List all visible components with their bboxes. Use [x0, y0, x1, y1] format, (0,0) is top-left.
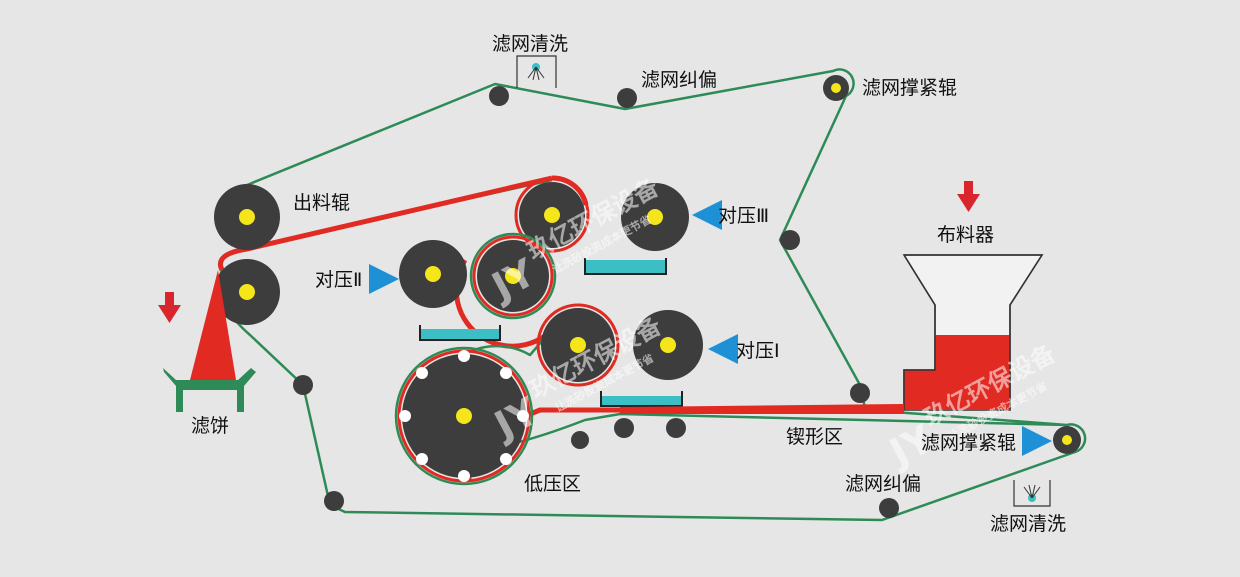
press-roller-1-left — [536, 303, 620, 387]
label-filter-cake: 滤饼 — [191, 415, 229, 437]
label-wedge-zone: 锲形区 — [786, 426, 843, 448]
discharge-roller-upper — [214, 184, 280, 250]
label-filter-clean-top: 滤网清洗 — [492, 33, 568, 55]
label-tension-roller-top: 滤网撑紧辊 — [862, 77, 957, 99]
label-filter-correct-top: 滤网纠偏 — [641, 69, 717, 91]
idler-rollers — [293, 86, 899, 518]
down-arrow-icon — [957, 181, 980, 212]
press-roller-3-right — [621, 183, 689, 251]
label-filter-correct-bottom: 滤网纠偏 — [845, 473, 921, 495]
down-arrow-icon — [158, 292, 181, 323]
label-press-1: 对压Ⅰ — [736, 340, 780, 362]
filter-cake-chute — [163, 270, 256, 412]
press-roller-2-left — [399, 240, 467, 308]
label-tension-roller-bottom: 滤网撑紧辊 — [921, 432, 1016, 454]
water-tray-2 — [419, 325, 501, 341]
low-pressure-drum — [394, 346, 534, 486]
label-press-3: 对压Ⅲ — [718, 205, 769, 227]
wash-nozzle-bottom — [1013, 480, 1051, 507]
label-low-pressure-zone: 低压区 — [524, 473, 581, 495]
water-tray-1 — [600, 391, 683, 407]
label-discharge-roller: 出料辊 — [293, 192, 350, 214]
tension-roller-top — [823, 75, 849, 101]
press-roller-2-right — [469, 232, 557, 320]
label-filter-clean-bottom: 滤网清洗 — [990, 513, 1066, 535]
water-tray-3 — [584, 258, 667, 275]
tension-roller-bottom — [1053, 426, 1081, 454]
wedge-zone-sludge — [620, 404, 904, 414]
label-distributor: 布料器 — [937, 224, 994, 246]
label-press-2: 对压Ⅱ — [315, 269, 362, 291]
wash-nozzle-top — [516, 55, 557, 88]
press-roller-1-right — [633, 310, 703, 380]
press-roller-3-left — [514, 177, 590, 253]
discharge-roller-lower — [214, 259, 280, 325]
